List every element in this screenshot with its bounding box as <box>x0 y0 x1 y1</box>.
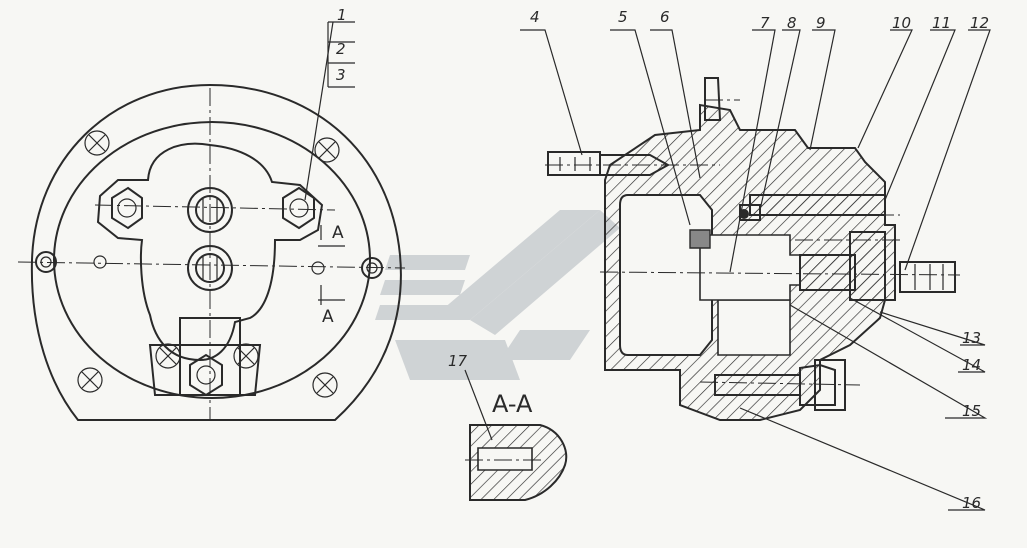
callout-2: 2 <box>336 40 346 58</box>
callout-3: 3 <box>336 66 346 84</box>
callout-16: 16 <box>962 494 981 512</box>
section-view <box>545 77 961 421</box>
leader-lines <box>520 29 991 511</box>
callout-11: 11 <box>932 14 951 32</box>
callout-8: 8 <box>787 14 797 32</box>
callout-4: 4 <box>530 8 540 26</box>
section-marker-top: A <box>332 223 344 243</box>
callout-7: 7 <box>760 14 770 32</box>
callout-6: 6 <box>660 8 670 26</box>
callout-15: 15 <box>962 402 981 420</box>
section-title: A-A <box>492 390 533 418</box>
callout-9: 9 <box>816 14 826 32</box>
section-a-a-detail <box>464 369 568 501</box>
callout-13: 13 <box>962 329 981 347</box>
callout-10: 10 <box>892 14 911 32</box>
front-view <box>17 21 406 421</box>
callout-17: 17 <box>448 352 468 370</box>
callout-14: 14 <box>962 356 981 374</box>
callout-labels: 1 2 3 4 5 6 7 8 9 10 11 12 13 14 15 16 1… <box>336 6 989 512</box>
callout-12: 12 <box>970 14 989 32</box>
watermark-logo <box>375 210 620 380</box>
section-marker-bottom: A <box>322 307 334 327</box>
callout-5: 5 <box>618 8 628 26</box>
callout-1: 1 <box>337 6 347 24</box>
